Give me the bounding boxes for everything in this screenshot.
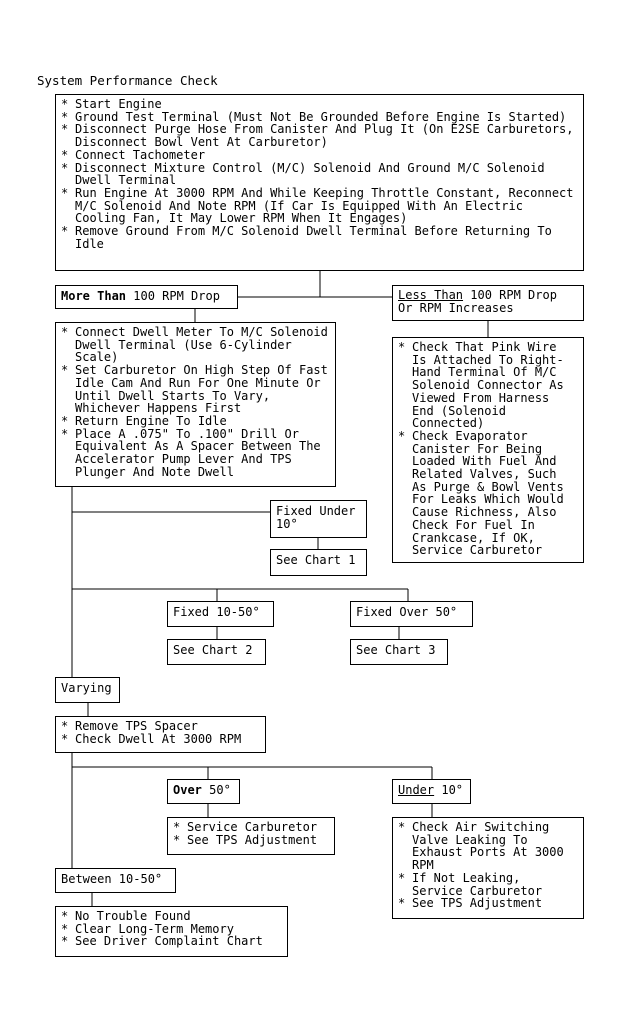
pink-wire-box: Check That Pink Wire Is Attached To Righ…: [392, 337, 584, 563]
list-item: Remove TPS Spacer: [61, 720, 260, 733]
less-than-box: Less Than 100 RPM Drop Or RPM Increases: [392, 285, 584, 321]
more-than-label: More Than: [61, 289, 127, 303]
over-label: Over: [173, 783, 202, 797]
list-item: Connect Tachometer: [61, 149, 578, 162]
bullet-list: Check That Pink Wire Is Attached To Righ…: [398, 341, 578, 557]
list-item: Place A .075" To .100" Drill Or Equivale…: [61, 427, 330, 479]
less-than-text: 100 RPM Drop Or RPM Increases: [398, 288, 557, 315]
fixed-over-50-box: Fixed Over 50°: [350, 601, 473, 627]
see-chart-1-box: See Chart 1: [270, 549, 367, 576]
list-item: No Trouble Found: [61, 910, 282, 923]
start-box: Start EngineGround Test Terminal (Must N…: [55, 94, 584, 271]
list-item: Check Evaporator Canister For Being Load…: [398, 430, 578, 557]
between-10-50-box: Between 10-50°: [55, 868, 176, 893]
bullet-list: Start EngineGround Test Terminal (Must N…: [61, 98, 578, 250]
list-item: Return Engine To Idle: [61, 415, 330, 428]
bullet-list: Service CarburetorSee TPS Adjustment: [173, 821, 329, 846]
bullet-list: Remove TPS SpacerCheck Dwell At 3000 RPM: [61, 720, 260, 745]
see-chart-3-box: See Chart 3: [350, 639, 448, 665]
list-item: Service Carburetor: [173, 821, 329, 834]
service-carburetor-box: Service CarburetorSee TPS Adjustment: [167, 817, 335, 855]
list-item: See TPS Adjustment: [173, 833, 329, 847]
dwell-meter-box: Connect Dwell Meter To M/C Solenoid Dwel…: [55, 322, 336, 487]
list-item: Check That Pink Wire Is Attached To Righ…: [398, 341, 578, 430]
over-50-box: Over 50°: [167, 779, 240, 804]
bullet-list: Connect Dwell Meter To M/C Solenoid Dwel…: [61, 326, 330, 478]
list-item: Run Engine At 3000 RPM And While Keeping…: [61, 187, 578, 225]
no-trouble-found-box: No Trouble FoundClear Long-Term MemorySe…: [55, 906, 288, 957]
remove-tps-spacer-box: Remove TPS SpacerCheck Dwell At 3000 RPM: [55, 716, 266, 753]
fixed-10-50-box: Fixed 10-50°: [167, 601, 274, 627]
list-item: See Driver Complaint Chart: [61, 935, 282, 948]
list-item: Check Dwell At 3000 RPM: [61, 732, 260, 746]
under-text: 10°: [434, 783, 464, 797]
page-title: System Performance Check: [37, 73, 218, 88]
air-switching-valve-box: Check Air Switching Valve Leaking To Exh…: [392, 817, 584, 919]
list-item: Remove Ground From M/C Solenoid Dwell Te…: [61, 225, 578, 251]
list-item: Disconnect Purge Hose From Canister And …: [61, 123, 578, 149]
more-than-text: 100 RPM Drop: [126, 289, 220, 303]
list-item: Disconnect Mixture Control (M/C) Solenoi…: [61, 161, 578, 187]
fixed-under-10-box: Fixed Under 10°: [270, 500, 367, 538]
list-item: Ground Test Terminal (Must Not Be Ground…: [61, 110, 578, 124]
list-item: Check Air Switching Valve Leaking To Exh…: [398, 821, 578, 872]
bullet-list: No Trouble FoundClear Long-Term MemorySe…: [61, 910, 282, 948]
under-label: Under: [398, 783, 435, 797]
list-item: Start Engine: [61, 98, 578, 111]
bullet-list: Check Air Switching Valve Leaking To Exh…: [398, 821, 578, 910]
list-item: If Not Leaking, Service Carburetor: [398, 871, 578, 897]
list-item: See TPS Adjustment: [398, 897, 578, 910]
see-chart-2-box: See Chart 2: [167, 639, 266, 665]
list-item: Connect Dwell Meter To M/C Solenoid Dwel…: [61, 326, 330, 364]
list-item: Clear Long-Term Memory: [61, 922, 282, 936]
more-than-box: More Than 100 RPM Drop: [55, 285, 238, 309]
list-item: Set Carburetor On High Step Of Fast Idle…: [61, 364, 330, 415]
under-10-box: Under 10°: [392, 779, 471, 804]
less-than-label: Less Than: [398, 288, 464, 302]
varying-box: Varying: [55, 677, 120, 703]
over-text: 50°: [201, 783, 231, 797]
